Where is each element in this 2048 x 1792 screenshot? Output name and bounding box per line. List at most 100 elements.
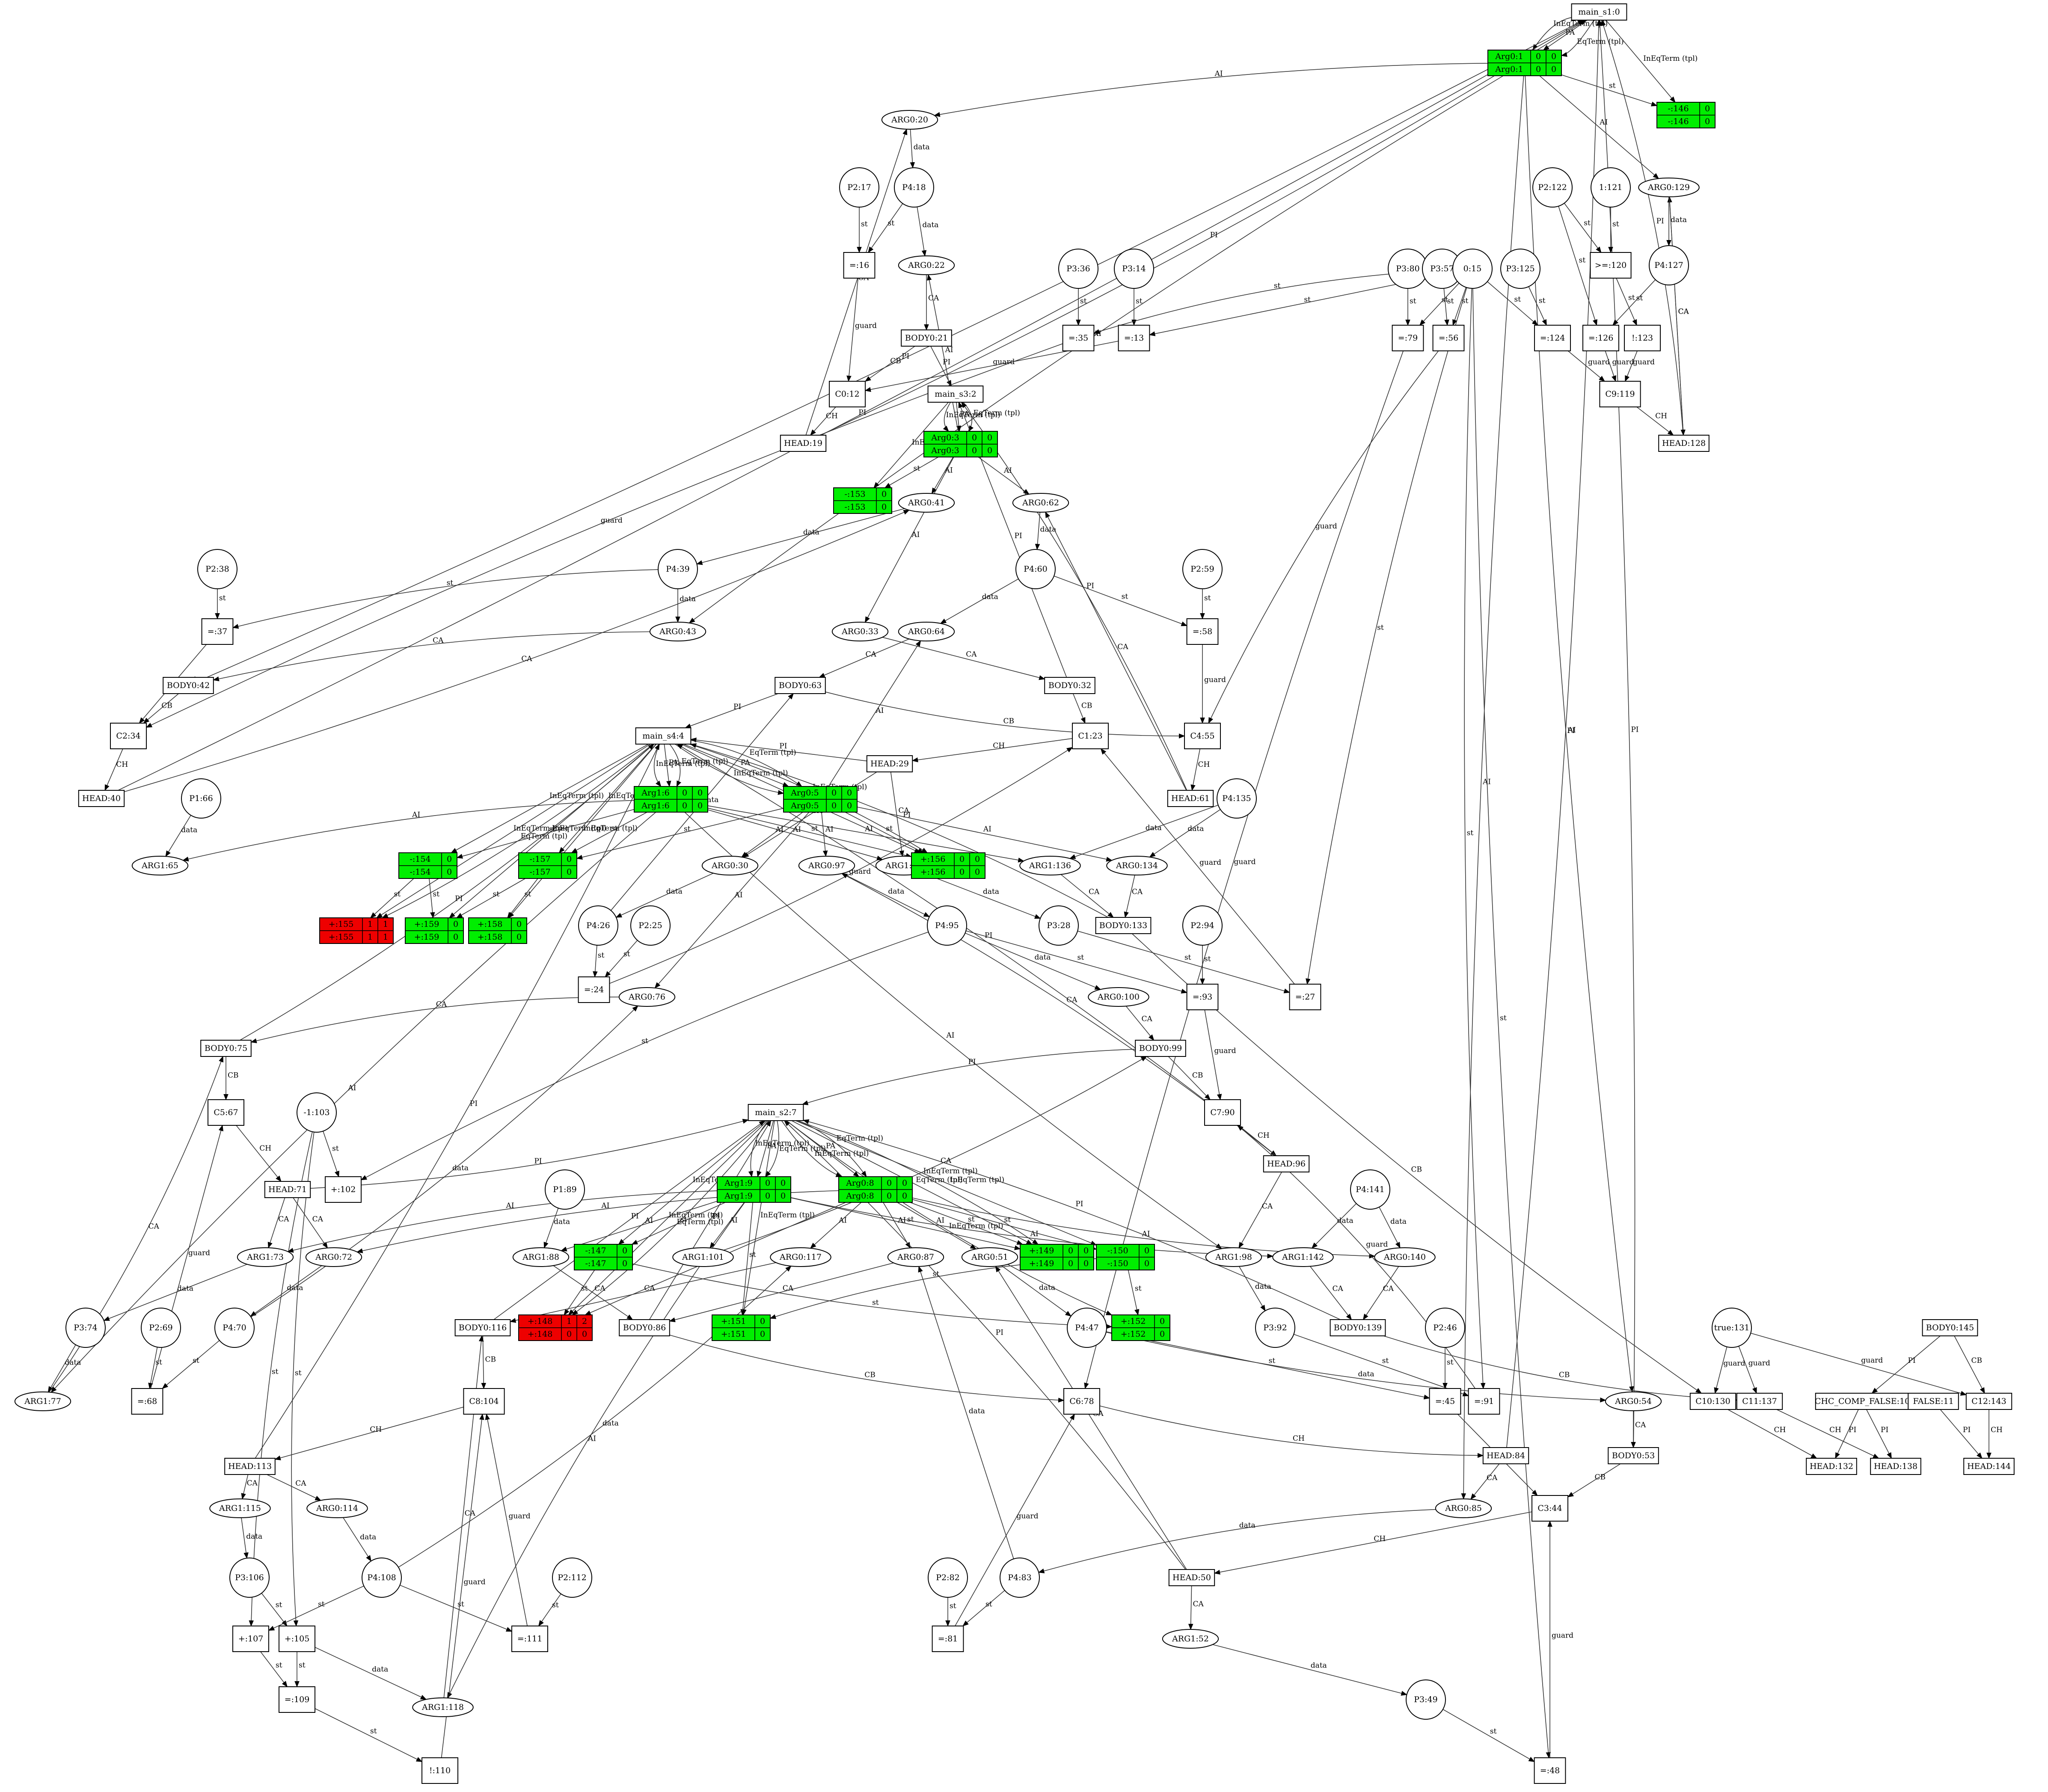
node-p2-46: P2:46: [1425, 1308, 1465, 1348]
edge-label: CA: [1487, 1474, 1498, 1482]
node-label: C10:130: [1695, 1397, 1730, 1406]
node-box: [1482, 1447, 1529, 1464]
node-label: HEAD:96: [1267, 1159, 1306, 1169]
edge-line: [543, 1208, 559, 1249]
record-cell-text: -:153: [844, 490, 865, 499]
edge-guard: guard: [1750, 1332, 1967, 1396]
node-circle: [1591, 167, 1631, 208]
edge-pi: PI: [801, 1049, 1136, 1105]
edge-line: [884, 457, 939, 488]
node-arg0-72: ARG0:72: [305, 1247, 362, 1267]
record-cell: [377, 930, 394, 944]
edge-label: CH: [259, 1144, 271, 1153]
edge-st: st: [260, 1651, 288, 1688]
node-p3-14: P3:14: [1114, 249, 1154, 289]
edge-line: [241, 1517, 249, 1559]
edge-line: [883, 1202, 911, 1249]
node-c0-12: C0:12: [829, 381, 866, 407]
edge-line: [940, 579, 1019, 624]
edge-line: [1128, 1270, 1140, 1316]
node-label: ARG0:22: [908, 261, 945, 270]
edge-line: [810, 406, 836, 436]
node-label: =:111: [517, 1634, 543, 1644]
edge-line: [485, 1413, 528, 1626]
node-label: ARG0:30: [711, 861, 748, 870]
edge-line: [910, 1202, 1023, 1245]
record-cell-text: 0: [781, 1178, 786, 1188]
edge-ai: AI: [689, 75, 1504, 623]
edge-label: AI: [734, 891, 743, 899]
edge-label: CH: [116, 760, 128, 769]
edge-label: CA: [594, 1285, 605, 1293]
record-cell-text: Arg1:6: [641, 788, 670, 798]
edge-ca: CA: [1238, 1172, 1282, 1249]
node-label: =:93: [1193, 992, 1213, 1002]
record-cell-text: 0: [765, 1191, 770, 1201]
node-arg1-88: ARG1:88: [512, 1247, 570, 1267]
record-cell-text: 0: [975, 867, 980, 877]
edge-label: guard: [1214, 1047, 1236, 1055]
node-p2-38: P2:38: [197, 549, 237, 589]
record-cell: [448, 930, 464, 944]
record-cell-text: 0: [987, 433, 992, 442]
edge-label: st: [611, 825, 618, 833]
node-c10-130: C10:130: [1689, 1393, 1736, 1410]
edge-cb: CB: [1567, 1463, 1621, 1498]
edge-label: data: [1337, 1216, 1353, 1225]
node-box: [1135, 1040, 1186, 1057]
edge-st: st: [232, 569, 659, 629]
edge-st: st: [1612, 279, 1656, 326]
edge-ca: CA: [924, 275, 939, 331]
node-label: true:131: [1714, 1323, 1750, 1332]
node-main-s4-4: main_s4:4: [635, 727, 692, 745]
edge-ca: CA: [1060, 874, 1114, 918]
node-label: BODY0:63: [779, 681, 822, 690]
edge-label: CA: [1141, 1015, 1152, 1024]
edge-st: st: [868, 203, 903, 253]
record-cell-text: 0: [567, 854, 572, 864]
record-cell-text: 0: [959, 867, 965, 877]
node-box: [1429, 1388, 1461, 1415]
edge-st: st: [1076, 288, 1087, 326]
node-label: C12:143: [1971, 1397, 2006, 1406]
edge-label: data: [452, 1164, 469, 1172]
record-cell: [617, 1257, 633, 1270]
node-label: ARG0:85: [1445, 1504, 1482, 1513]
node-label: BODY0:139: [1334, 1323, 1382, 1332]
node-box: [619, 1319, 670, 1336]
edge-ca: CA: [124, 510, 910, 792]
node-ellipse: [618, 987, 676, 1007]
edge-label: st: [680, 1215, 687, 1224]
record-cell-text: 0: [760, 1317, 765, 1326]
edge-label: guard: [464, 1578, 486, 1587]
record-cell: [1546, 62, 1562, 76]
edge-cb: CB: [1072, 693, 1092, 724]
edge-line: [576, 808, 784, 860]
edge-line: [429, 878, 435, 919]
edge-line: [564, 1270, 595, 1316]
edge-line: [1776, 1409, 1879, 1459]
node-label: =:13: [1124, 333, 1144, 343]
edge-ai: AI: [978, 457, 1030, 495]
edge-label: EqTerm (tpl): [1577, 38, 1624, 46]
node-box: [1599, 381, 1641, 407]
edge-label: EqTerm (tpl): [973, 409, 1020, 417]
edge-label: CA: [1193, 1600, 1204, 1608]
edge-line: [615, 872, 714, 918]
node-label: P2:25: [638, 921, 662, 930]
node-label: CHC_COMP_FALSE:10: [1815, 1397, 1910, 1406]
edge-label: PI: [1849, 1426, 1856, 1434]
node-label: P2:17: [847, 183, 871, 192]
edge-label: st: [861, 220, 868, 228]
node-label: =:45: [1435, 1397, 1455, 1406]
edge-line: [917, 207, 927, 257]
node-label: C5:67: [214, 1108, 238, 1117]
edge-label: data: [1187, 825, 1204, 833]
edge-label: guard: [1861, 1356, 1883, 1365]
node-label: =:56: [1439, 333, 1459, 343]
edge-label: PI: [985, 931, 992, 940]
record-cell-text: 0: [831, 801, 837, 810]
edge-data: data: [1069, 804, 1218, 859]
node-arg0-41: ARG0:41: [898, 493, 955, 513]
edge-label: data: [1255, 1282, 1271, 1291]
